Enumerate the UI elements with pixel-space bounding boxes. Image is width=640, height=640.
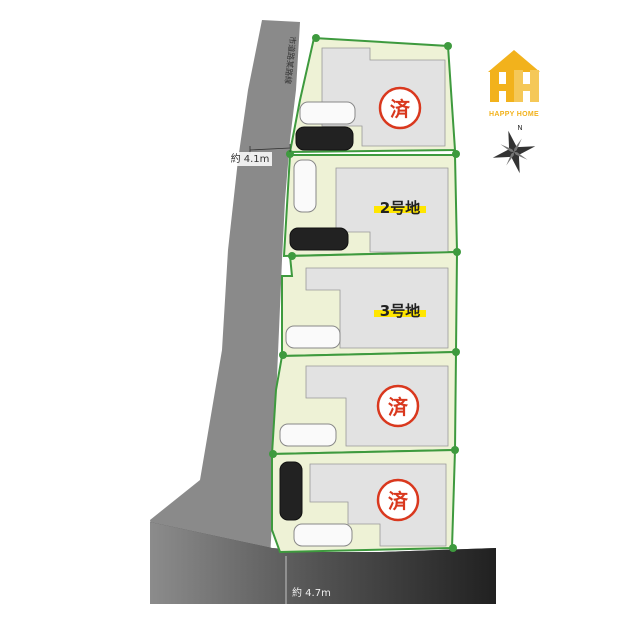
svg-text:済: 済 bbox=[388, 489, 409, 513]
lot-2-label-highlight bbox=[374, 206, 426, 213]
south-road-shade bbox=[150, 522, 496, 604]
sold-stamp-lot-4: 済 bbox=[376, 384, 420, 428]
car-black bbox=[295, 126, 354, 151]
car-black bbox=[289, 227, 349, 251]
car-white bbox=[279, 423, 337, 447]
car-white bbox=[285, 325, 341, 349]
compass-north-label: N bbox=[517, 124, 522, 132]
sold-stamp-lot-5: 済 bbox=[376, 478, 420, 522]
lot-2-label: 2号地 bbox=[380, 199, 420, 217]
parked-cars bbox=[279, 101, 356, 547]
lot-3-building bbox=[305, 267, 449, 349]
car-white bbox=[293, 159, 317, 213]
car-black bbox=[279, 461, 303, 521]
happy-home-logo: HAPPY HOME bbox=[488, 50, 540, 118]
svg-text:約 4.1m: 約 4.1m bbox=[231, 152, 270, 165]
compass-rose-icon bbox=[492, 130, 536, 174]
svg-text:済: 済 bbox=[390, 97, 411, 121]
svg-text:約 4.7m: 約 4.7m bbox=[292, 586, 331, 599]
south-road-width-dimension: 約 4.7m bbox=[285, 556, 331, 604]
car-white bbox=[299, 101, 356, 125]
sold-stamp-lot-1: 済 bbox=[378, 86, 422, 130]
hedge-trees bbox=[269, 34, 461, 552]
car-white bbox=[293, 523, 353, 547]
west-road-width-dimension: 約 4.1m bbox=[228, 144, 291, 166]
svg-text:HAPPY HOME: HAPPY HOME bbox=[489, 111, 539, 118]
lot-3-label-highlight bbox=[374, 310, 426, 317]
lot-3-label: 3号地 bbox=[380, 302, 420, 320]
svg-text:済: 済 bbox=[388, 395, 409, 419]
